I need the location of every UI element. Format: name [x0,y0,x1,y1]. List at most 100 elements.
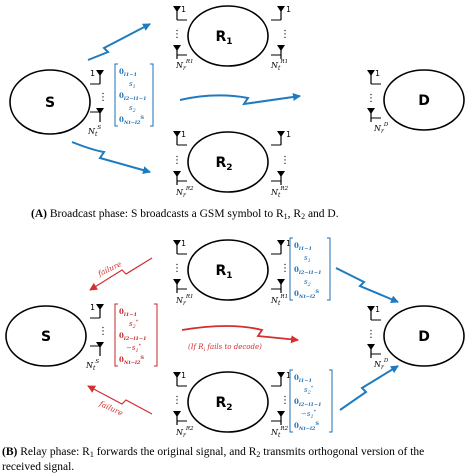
antenna-icon [96,304,104,318]
relay2-label: R2 [215,395,232,413]
antenna-index: 1 [286,130,291,139]
antenna-index: 1 [181,5,186,14]
antenna-icon [173,171,187,185]
source-antennas-a: 1 ⋮ NtS [87,69,108,138]
antenna-icon [173,131,187,146]
vec-row-1: 0l1−1 [119,67,137,78]
antenna-icon [271,411,285,425]
link-s-r2 [71,141,151,174]
relay2-antennas-a: 1 ⋮ NrR2 1 ⋮ NtR2 [172,130,291,199]
vec-row-2: s1 [129,80,136,90]
antenna-index: 1 [375,69,380,78]
failure-label-top: failure [96,259,124,278]
relay2-tx-label: NtR2 [270,186,289,199]
antenna-icon [173,411,187,425]
antenna-icon [173,45,187,59]
failure-arrow-top [89,257,153,291]
antenna-dots: ⋮ [280,29,290,40]
svg-text:0l1−1: 0l1−1 [294,241,312,252]
antenna-icon [271,131,285,146]
antenna-icon [271,279,285,293]
antenna-index: 1 [286,5,291,14]
antenna-index: 1 [90,303,95,312]
svg-text:−s1*: −s1* [301,409,317,420]
dest-antennas-b: 1 ⋮ NrD [366,305,389,371]
svg-text:0l1−1: 0l1−1 [119,307,137,318]
dest-node-a: D [383,69,465,131]
antenna-icon [173,372,187,387]
source-label: S [41,329,51,345]
gsm-vector-a: 0l1−1 s1 0l2−l1−1 s2 0Nt−l2S [114,63,154,127]
antenna-index: 1 [286,371,291,380]
panel-b: R1 1 ⋮ NrR1 1 ⋮ NtR1 0l1−1 s1 0l2−l1−1 s… [2,237,465,473]
antenna-icon [367,108,381,122]
svg-text:s1: s1 [304,254,311,264]
svg-text:0Nt−l2S: 0Nt−l2S [119,355,144,366]
caption-b-line2: received signal. [2,461,74,473]
svg-text:s2*: s2* [304,385,314,396]
antenna-icon [173,6,187,21]
dest-rx-label: NrD [373,122,389,135]
relay2-antennas-b: 1 ⋮ NrR2 1 ⋮ NtR2 [172,371,291,439]
orthogonal-vector-blue: 0l1−1 s2* 0l2−l1−1 −s1* 0Nt−l2S [289,369,333,433]
antenna-dots: ⋮ [280,263,290,274]
relay1-tx-label: NtR1 [270,59,288,72]
source-tx-label: NtS [87,125,101,138]
antenna-index: 1 [90,69,95,78]
link-r2-d [339,365,399,411]
antenna-icon [96,70,104,84]
relay1-label: R1 [215,263,232,281]
caption-a: (A) Broadcast phase: S broadcasts a GSM … [31,208,339,221]
relay2-rx-label: NrR2 [175,186,194,199]
antenna-dots: ⋮ [172,29,182,40]
source-antennas-b: 1 ⋮ NtS [85,303,108,372]
conditional-label: (If Ri fails to decode) [188,343,262,353]
antenna-dots: ⋮ [280,395,290,406]
source-tx-label: NtS [85,359,99,372]
antenna-dots: ⋮ [172,395,182,406]
antenna-icon [367,306,381,321]
antenna-icon [96,108,104,122]
relay2-rx-label: NrR2 [175,426,194,439]
dest-label: D [418,329,430,345]
svg-text:−s1*: −s1* [126,343,142,354]
antenna-index: 1 [181,239,186,248]
antenna-dots: ⋮ [366,93,376,104]
failure-arrow-bottom [87,385,153,415]
relay1-node-b: R1 [187,239,269,301]
link-r1-d [335,267,399,303]
broadcast-links-a [71,23,301,174]
antenna-icon [271,240,285,255]
antenna-dots: ⋮ [172,263,182,274]
relay1-tx-label: NtR1 [270,294,288,307]
relay-dest-links [335,267,399,411]
antenna-icon [271,171,285,185]
antenna-dots: ⋮ [172,155,182,166]
relay1-node-a: R1 [187,5,269,67]
svg-text:0l2−l1−1: 0l2−l1−1 [294,265,322,276]
antenna-index: 1 [375,305,380,314]
relay2-label: R2 [215,155,232,173]
orthogonal-vector-red: 0l1−1 s2* 0l2−l1−1 −s1* 0Nt−l2S [114,303,158,367]
svg-text:0l2−l1−1: 0l2−l1−1 [294,397,322,408]
relay1-antennas-a: 1 ⋮ NrR1 1 ⋮ NtR1 [172,5,291,72]
relay1-antennas-b: 1 ⋮ NrR1 1 ⋮ NtR1 [172,239,291,307]
dest-rx-label: NrD [373,358,389,371]
caption-b-line1: (B) Relay phase: R1 forwards the origina… [2,446,424,459]
dest-node-b: D [383,305,465,367]
antenna-icon [271,6,285,21]
conditional-arrow [181,325,299,344]
svg-text:0Nt−l2S: 0Nt−l2S [294,421,319,432]
conditional-link: (If Ri fails to decode) [181,325,299,353]
antenna-icon [367,344,381,358]
source-node-a: S [9,69,91,135]
antenna-icon [173,240,187,255]
antenna-icon [367,70,381,85]
dest-antennas-a: 1 ⋮ NrD [366,69,389,135]
antenna-index: 1 [181,371,186,380]
dest-label: D [418,93,430,109]
antenna-dots: ⋮ [98,326,108,337]
failure-label-bottom: failure [97,399,125,418]
antenna-index: 1 [286,239,291,248]
